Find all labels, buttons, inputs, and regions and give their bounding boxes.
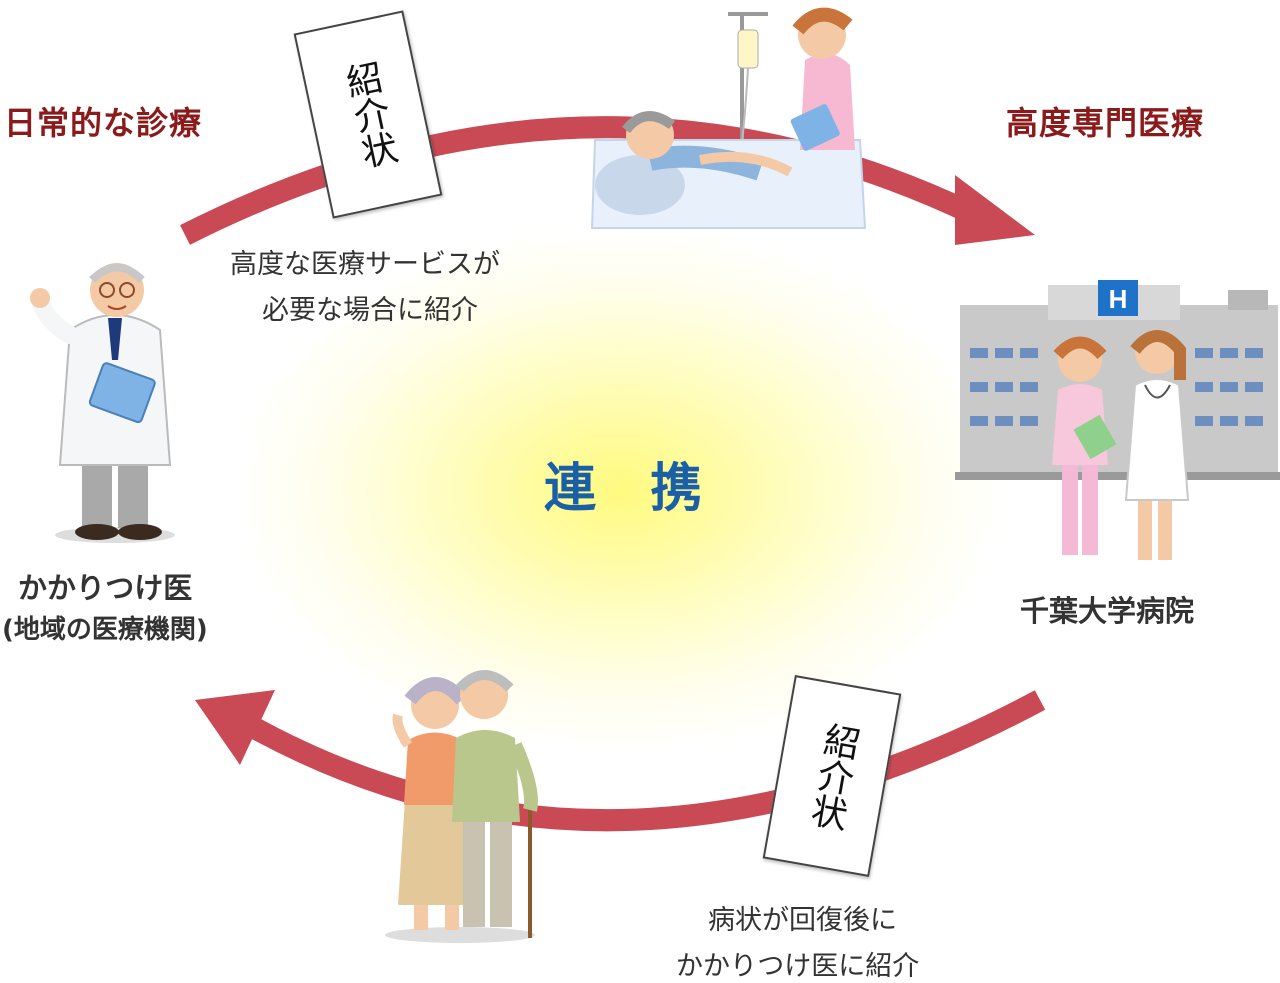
- left-party-line1: かかりつけ医: [18, 571, 193, 605]
- center-label: 連 携: [544, 459, 721, 519]
- left-party-line2: (地域の医療機関): [2, 615, 208, 645]
- top-arrow-head: [955, 175, 1035, 245]
- right-party: 千葉大学病院: [1020, 594, 1195, 628]
- top-caption-line2: 必要な場合に紹介: [262, 295, 478, 326]
- center-glow: [240, 230, 1000, 750]
- bottom-caption-line2: かかりつけ医に紹介: [676, 951, 920, 982]
- left-heading: 日常的な診療: [4, 104, 203, 142]
- bottom-arrow-head: [195, 690, 275, 765]
- top-arrow-arc: [180, 116, 980, 245]
- bottom-caption-line1: 病状が回復後に: [708, 905, 897, 936]
- hospital-sign: H: [1109, 284, 1128, 314]
- bottom-arrow-arc: [234, 690, 1046, 832]
- top-caption-line1: 高度な医療サービスが: [230, 249, 500, 280]
- right-heading: 高度専門医療: [1006, 104, 1205, 142]
